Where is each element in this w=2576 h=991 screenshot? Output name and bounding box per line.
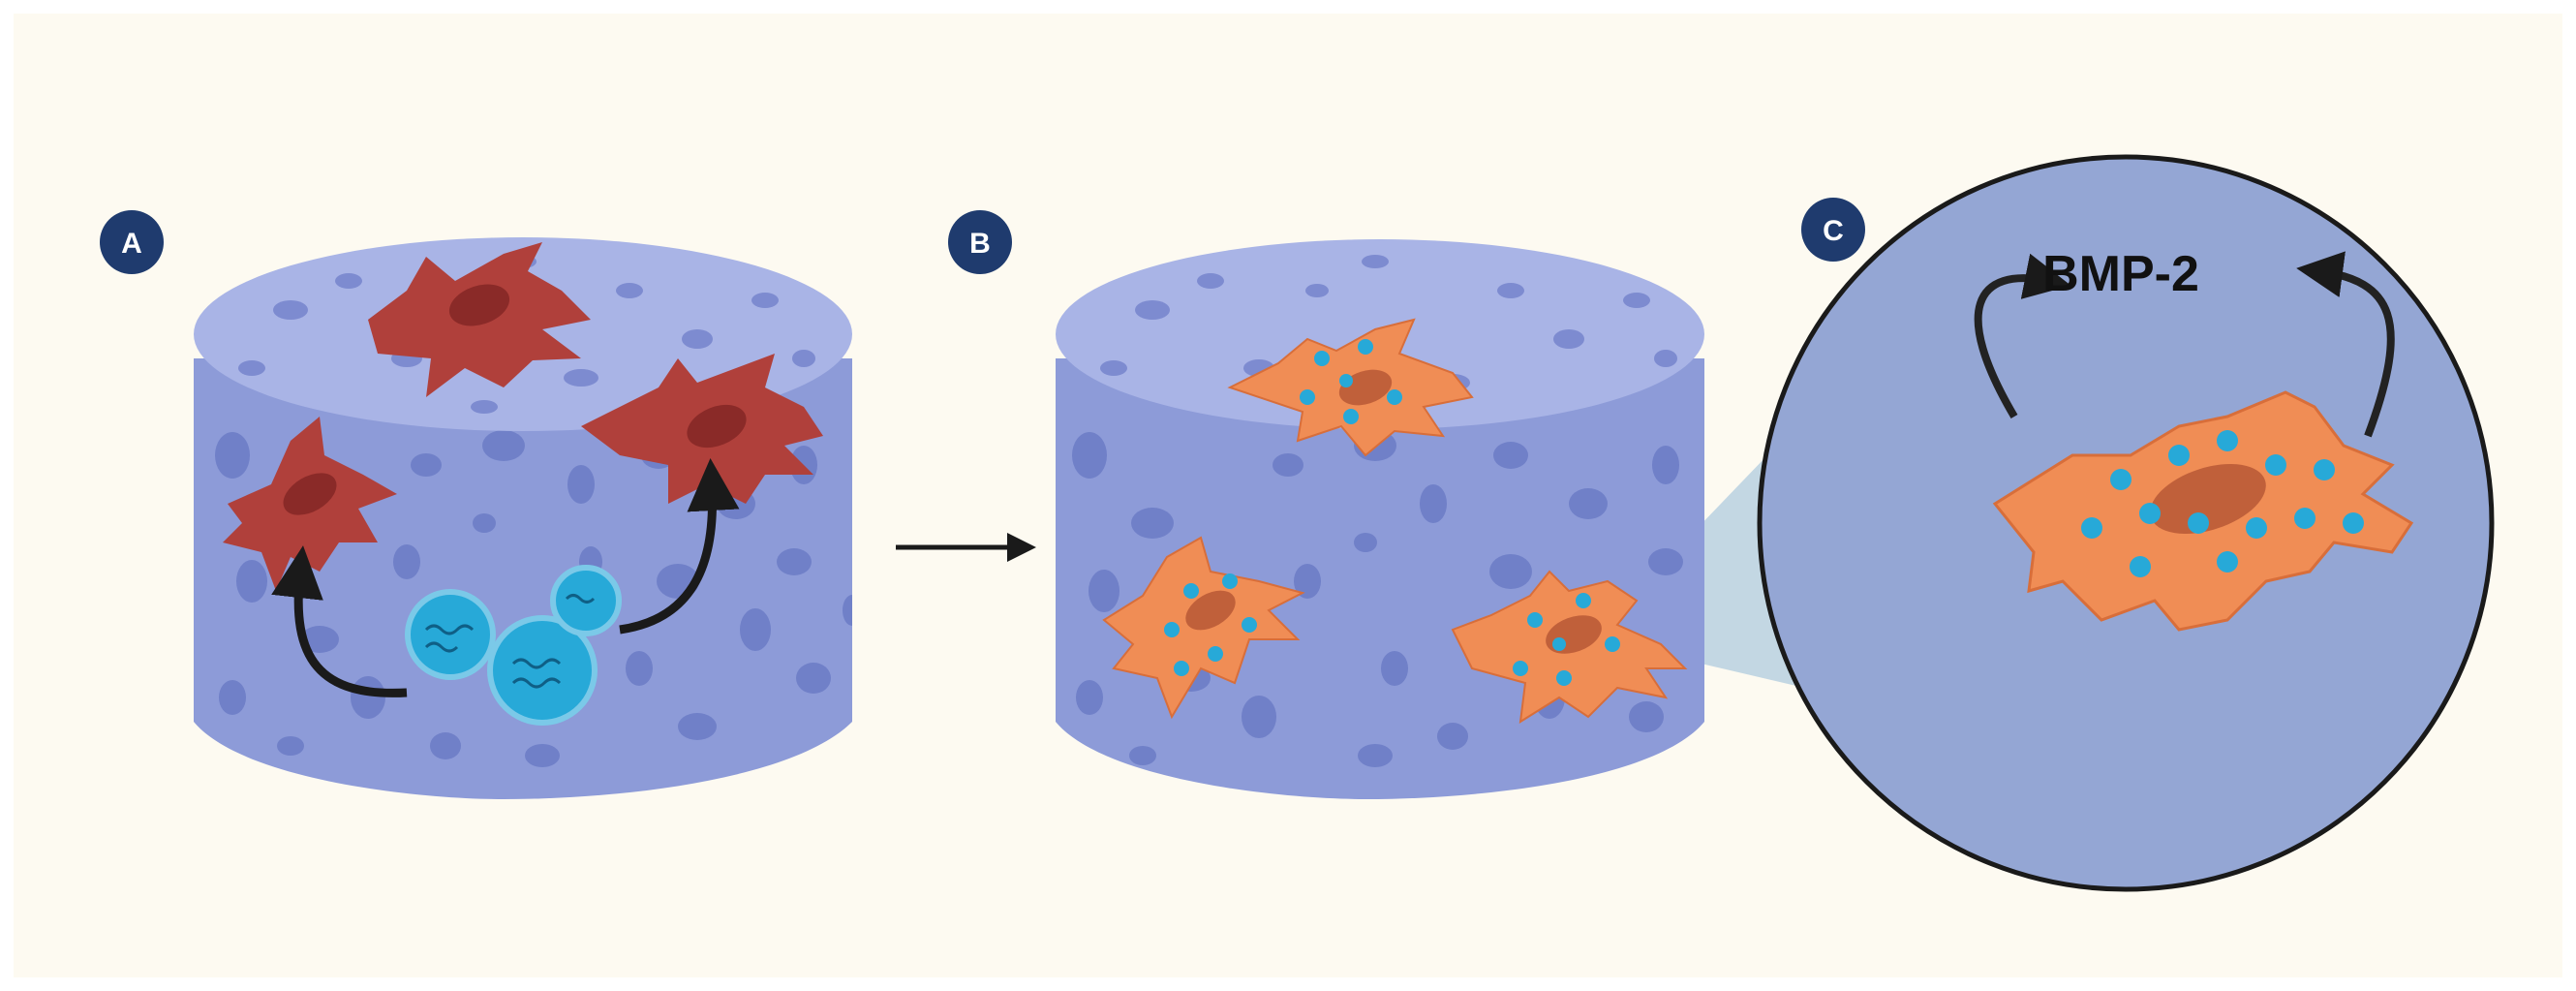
svg-text:C: C: [1823, 215, 1844, 247]
zoom-label: BMP-2: [2042, 246, 2199, 302]
badge-b: B: [948, 210, 1012, 274]
arrow-icon: [619, 458, 740, 635]
arrow-icon: [271, 545, 408, 697]
zoom-circle: BMP-2: [1757, 154, 2495, 892]
arrow-icon: [1974, 253, 2071, 419]
cell-icon: [368, 242, 591, 397]
badge-a: A: [100, 210, 164, 274]
cell-icon: [581, 354, 823, 504]
scaffold-b: [1056, 239, 1704, 799]
nanoparticle-icon: [487, 615, 598, 726]
cell-icon: [1102, 536, 1305, 720]
cell-icon: [1451, 570, 1688, 724]
cell-icon: [1227, 318, 1474, 457]
cell-icon: [223, 417, 397, 591]
nanoparticle-icon: [405, 589, 496, 680]
nanoparticle-icon: [550, 565, 622, 636]
arrow-icon: [2296, 251, 2395, 438]
svg-text:A: A: [121, 228, 142, 260]
cell-icon: [1992, 390, 2414, 632]
svg-text:B: B: [969, 228, 991, 260]
scaffold-a-top-pores: [238, 255, 815, 414]
badge-c: C: [1801, 198, 1865, 262]
